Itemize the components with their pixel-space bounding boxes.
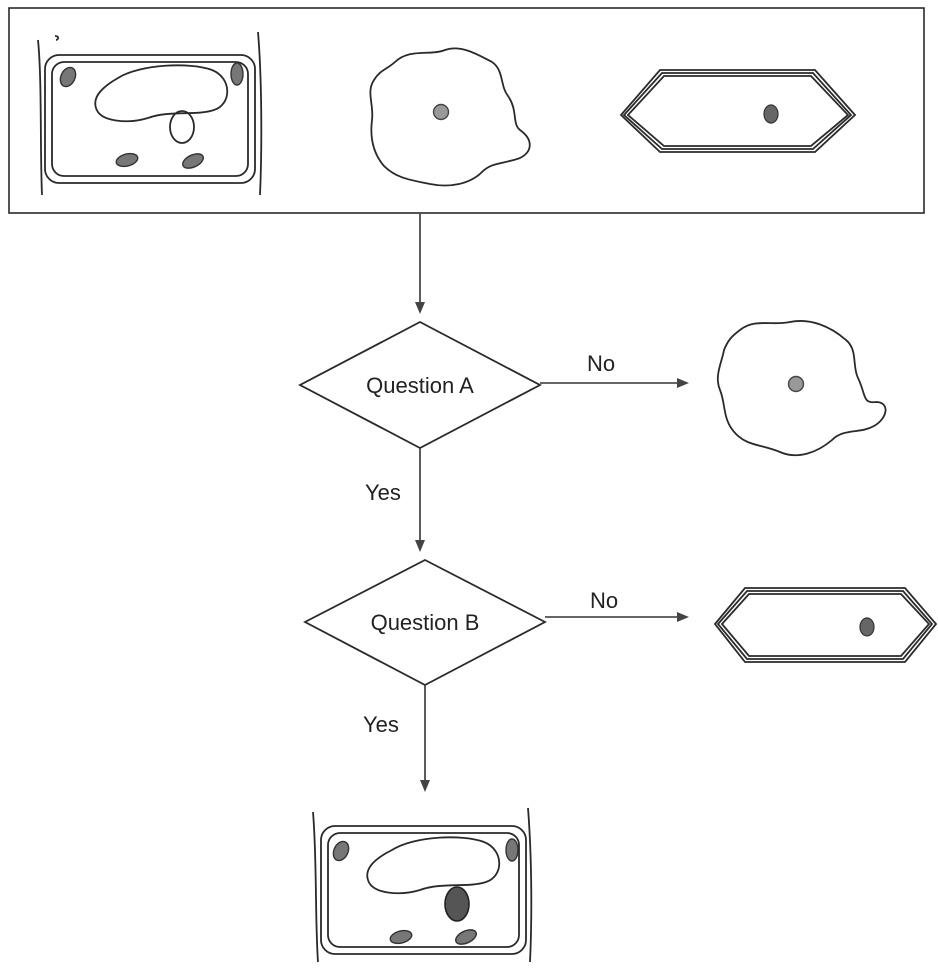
chloroplast [115, 152, 139, 168]
vacuole [366, 836, 501, 895]
nucleus [444, 886, 470, 922]
cell-samples-box [8, 7, 925, 214]
animal-cell-top [369, 47, 531, 187]
chloroplast [59, 66, 77, 88]
vacuole [94, 64, 229, 123]
question-a-yes-label: Yes [365, 480, 401, 505]
nucleus [432, 103, 450, 121]
question-b-label: Question B [371, 610, 480, 635]
plant-cell-result [312, 807, 533, 963]
nucleus [763, 104, 779, 124]
chloroplast [182, 153, 204, 169]
chloroplast [230, 62, 244, 86]
elongated-cell-result [713, 587, 938, 663]
question-b-yes-label: Yes [363, 712, 399, 737]
plant-cell-top [37, 31, 263, 196]
question-a-no-label: No [587, 351, 615, 376]
chloroplast [332, 840, 350, 862]
question-a-label: Question A [366, 373, 474, 398]
question-b-no-label: No [590, 588, 618, 613]
animal-cell-result [716, 320, 887, 457]
chloroplast [389, 929, 413, 945]
chloroplast [455, 929, 477, 945]
nucleus [787, 375, 805, 393]
elongated-cell-top [619, 69, 857, 153]
chloroplast [505, 838, 519, 862]
nucleus [859, 617, 875, 637]
nucleus [169, 110, 195, 144]
